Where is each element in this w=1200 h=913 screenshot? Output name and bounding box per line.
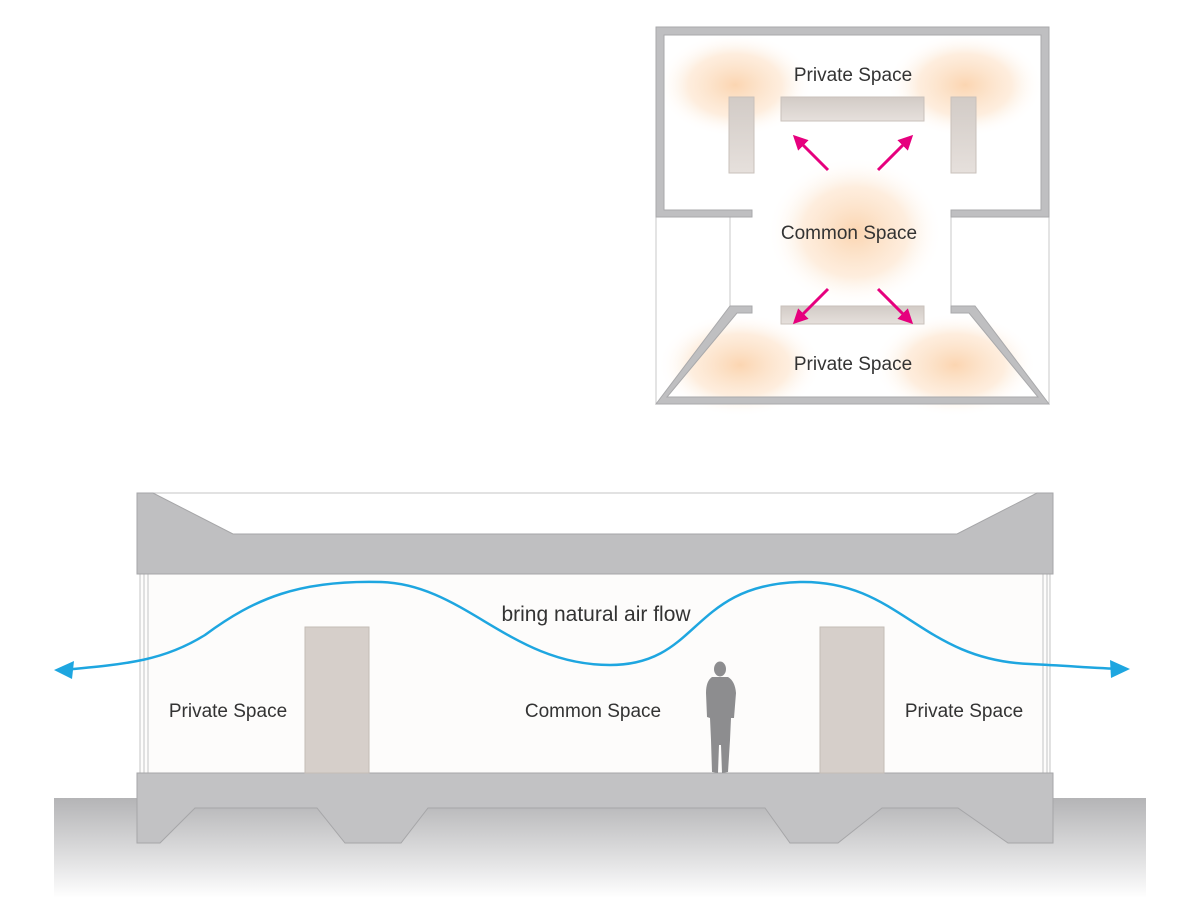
person-icon: [706, 661, 736, 773]
circulation-arrows: [792, 134, 914, 325]
glow-bottom-left: [658, 313, 822, 417]
partition-right: [819, 626, 885, 774]
section-glazing: [139, 574, 1051, 774]
plan-label-common: Common Space: [781, 223, 917, 244]
partition-top-right: [950, 96, 977, 174]
glow-common: [767, 157, 943, 307]
floor-plan: Private Space Common Space Private Space: [654, 26, 1051, 417]
partition-bottom-center: [780, 305, 925, 325]
light-glows: [657, 33, 1043, 417]
airflow-wave: [61, 580, 1123, 672]
section-label-right: Private Space: [905, 701, 1023, 722]
ground: [54, 798, 1146, 898]
arrow-down-left: [792, 287, 830, 325]
section-label-left: Private Space: [169, 701, 287, 722]
glow-top-left: [657, 33, 813, 137]
plan-label-bottom: Private Space: [794, 354, 912, 375]
interior-space: [140, 574, 1050, 774]
airflow-arrow-right: [1110, 660, 1130, 678]
partition-top-left: [728, 96, 755, 174]
floor-slab: [136, 772, 1054, 844]
plan-bottom-walls: [654, 305, 1051, 405]
section-label-center: Common Space: [525, 701, 661, 722]
section-flow-label: bring natural air flow: [501, 603, 691, 626]
airflow-arrow-left: [54, 661, 74, 679]
plan-label-top: Private Space: [794, 65, 912, 86]
partition-left: [304, 626, 370, 774]
glazing-lines: [655, 212, 1050, 404]
arrow-up-right: [876, 134, 914, 172]
building-section: bring natural air flow Private Space Com…: [54, 492, 1146, 898]
arrow-up-left: [792, 134, 830, 172]
roof-slab: [136, 492, 1054, 575]
arrow-down-right: [876, 287, 914, 325]
plan-partitions: [728, 96, 977, 325]
partition-top-center: [780, 96, 925, 122]
glow-top-right: [887, 33, 1043, 137]
plan-top-walls: [655, 26, 1050, 218]
